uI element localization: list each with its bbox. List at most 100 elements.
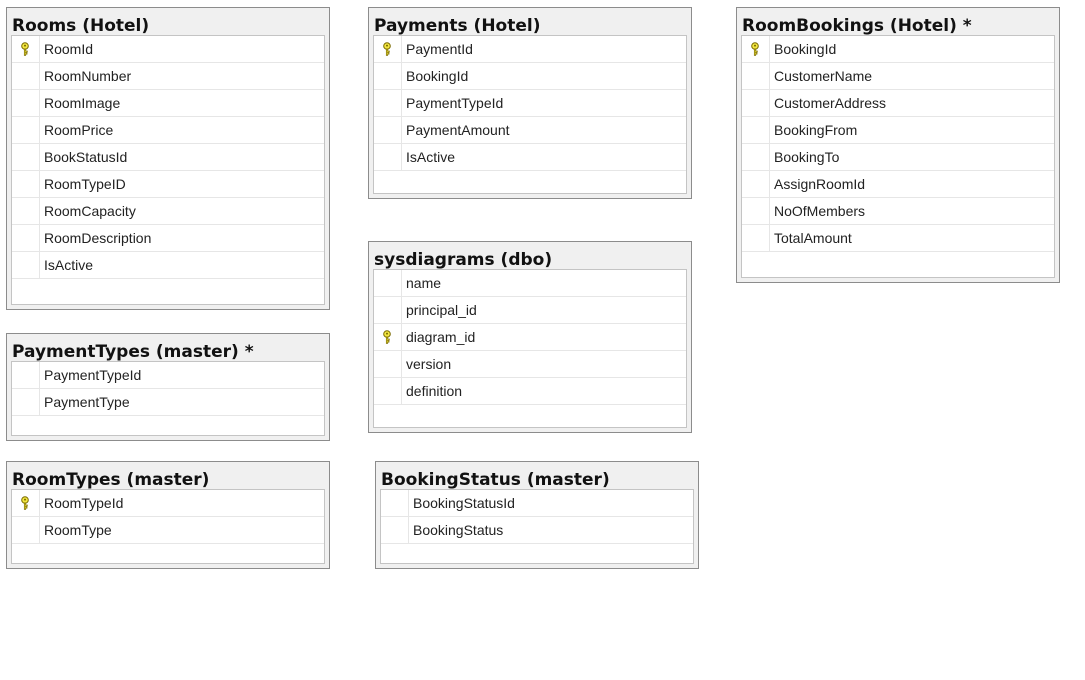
column-row[interactable]: RoomImage — [12, 90, 324, 117]
row-selector-cell[interactable] — [742, 90, 770, 116]
row-selector-cell[interactable] — [742, 198, 770, 224]
column-row[interactable]: PaymentType — [12, 389, 324, 416]
row-selector-cell[interactable] — [374, 405, 402, 431]
column-row[interactable]: BookingFrom — [742, 117, 1054, 144]
column-row[interactable]: CustomerAddress — [742, 90, 1054, 117]
table-title[interactable]: RoomBookings (Hotel) * — [742, 16, 972, 35]
column-row[interactable]: RoomTypeId — [12, 490, 324, 517]
row-selector-cell[interactable] — [742, 144, 770, 170]
column-row[interactable]: RoomId — [12, 36, 324, 63]
column-row[interactable]: BookStatusId — [12, 144, 324, 171]
column-row[interactable]: AssignRoomId — [742, 171, 1054, 198]
column-row[interactable]: PaymentAmount — [374, 117, 686, 144]
empty-new-column-row[interactable] — [12, 416, 324, 443]
column-row[interactable]: PaymentTypeId — [12, 362, 324, 389]
row-selector-cell[interactable] — [381, 544, 409, 570]
row-selector-cell[interactable] — [12, 36, 40, 62]
column-row[interactable]: definition — [374, 378, 686, 405]
column-row[interactable]: version — [374, 351, 686, 378]
column-row[interactable]: BookingId — [742, 36, 1054, 63]
row-selector-cell[interactable] — [374, 324, 402, 350]
row-selector-cell[interactable] — [381, 517, 409, 543]
row-selector-cell[interactable] — [12, 544, 40, 570]
column-row[interactable]: NoOfMembers — [742, 198, 1054, 225]
column-row[interactable]: RoomNumber — [12, 63, 324, 90]
column-row[interactable]: PaymentTypeId — [374, 90, 686, 117]
empty-new-column-row[interactable] — [374, 171, 686, 198]
row-selector-cell[interactable] — [12, 517, 40, 543]
row-selector-cell[interactable] — [374, 378, 402, 404]
column-row[interactable]: RoomType — [12, 517, 324, 544]
row-selector-cell[interactable] — [374, 270, 402, 296]
column-name: AssignRoomId — [774, 176, 866, 192]
column-row[interactable]: RoomDescription — [12, 225, 324, 252]
row-selector-cell[interactable] — [374, 117, 402, 143]
column-row[interactable]: RoomTypeID — [12, 171, 324, 198]
column-row[interactable]: TotalAmount — [742, 225, 1054, 252]
empty-new-column-row[interactable] — [742, 252, 1054, 279]
table-title[interactable]: BookingStatus (master) — [381, 470, 610, 489]
row-selector-cell[interactable] — [12, 117, 40, 143]
row-selector-cell[interactable] — [374, 63, 402, 89]
column-name: definition — [406, 383, 463, 399]
row-selector-cell[interactable] — [12, 63, 40, 89]
column-name: BookingStatus — [413, 522, 504, 538]
row-selector-cell[interactable] — [742, 36, 770, 62]
column-row[interactable]: RoomCapacity — [12, 198, 324, 225]
row-selector-cell[interactable] — [742, 225, 770, 251]
row-selector-cell[interactable] — [12, 416, 40, 442]
table-title[interactable]: Rooms (Hotel) — [12, 16, 150, 35]
row-selector-cell[interactable] — [742, 252, 770, 278]
column-row[interactable]: PaymentId — [374, 36, 686, 63]
row-selector-cell[interactable] — [374, 36, 402, 62]
row-selector-cell[interactable] — [12, 490, 40, 516]
row-selector-cell[interactable] — [374, 171, 402, 197]
row-selector-cell[interactable] — [374, 90, 402, 116]
empty-new-column-row[interactable] — [12, 279, 324, 306]
column-row[interactable]: IsActive — [12, 252, 324, 279]
column-row[interactable]: IsActive — [374, 144, 686, 171]
row-selector-cell[interactable] — [12, 362, 40, 388]
table-title[interactable]: PaymentTypes (master) * — [12, 342, 254, 361]
row-selector-cell[interactable] — [12, 90, 40, 116]
row-selector-cell[interactable] — [12, 279, 40, 305]
column-row[interactable]: principal_id — [374, 297, 686, 324]
column-row[interactable]: BookingTo — [742, 144, 1054, 171]
empty-new-column-row[interactable] — [12, 544, 324, 571]
row-selector-cell[interactable] — [12, 198, 40, 224]
row-selector-cell[interactable] — [12, 389, 40, 415]
row-selector-cell[interactable] — [742, 63, 770, 89]
row-selector-cell[interactable] — [374, 144, 402, 170]
row-selector-cell[interactable] — [12, 144, 40, 170]
column-row[interactable]: BookingStatus — [381, 517, 693, 544]
table-title[interactable]: Payments (Hotel) — [374, 16, 541, 35]
column-row[interactable]: CustomerName — [742, 63, 1054, 90]
empty-new-column-row[interactable] — [374, 405, 686, 432]
row-selector-cell[interactable] — [374, 351, 402, 377]
row-selector-cell[interactable] — [381, 490, 409, 516]
empty-new-column-row[interactable] — [381, 544, 693, 571]
column-row[interactable]: RoomPrice — [12, 117, 324, 144]
row-selector-cell[interactable] — [742, 171, 770, 197]
table-title[interactable]: RoomTypes (master) — [12, 470, 210, 489]
column-name: PaymentTypeId — [406, 95, 504, 111]
column-row[interactable]: name — [374, 270, 686, 297]
row-selector-cell[interactable] — [742, 117, 770, 143]
row-selector-cell[interactable] — [12, 252, 40, 278]
table-title[interactable]: sysdiagrams (dbo) — [374, 250, 553, 269]
row-selector-cell[interactable] — [12, 171, 40, 197]
row-selector-cell[interactable] — [12, 225, 40, 251]
column-row[interactable]: BookingId — [374, 63, 686, 90]
column-row[interactable]: diagram_id — [374, 324, 686, 351]
row-selector-cell[interactable] — [374, 297, 402, 323]
column-row[interactable]: BookingStatusId — [381, 490, 693, 517]
